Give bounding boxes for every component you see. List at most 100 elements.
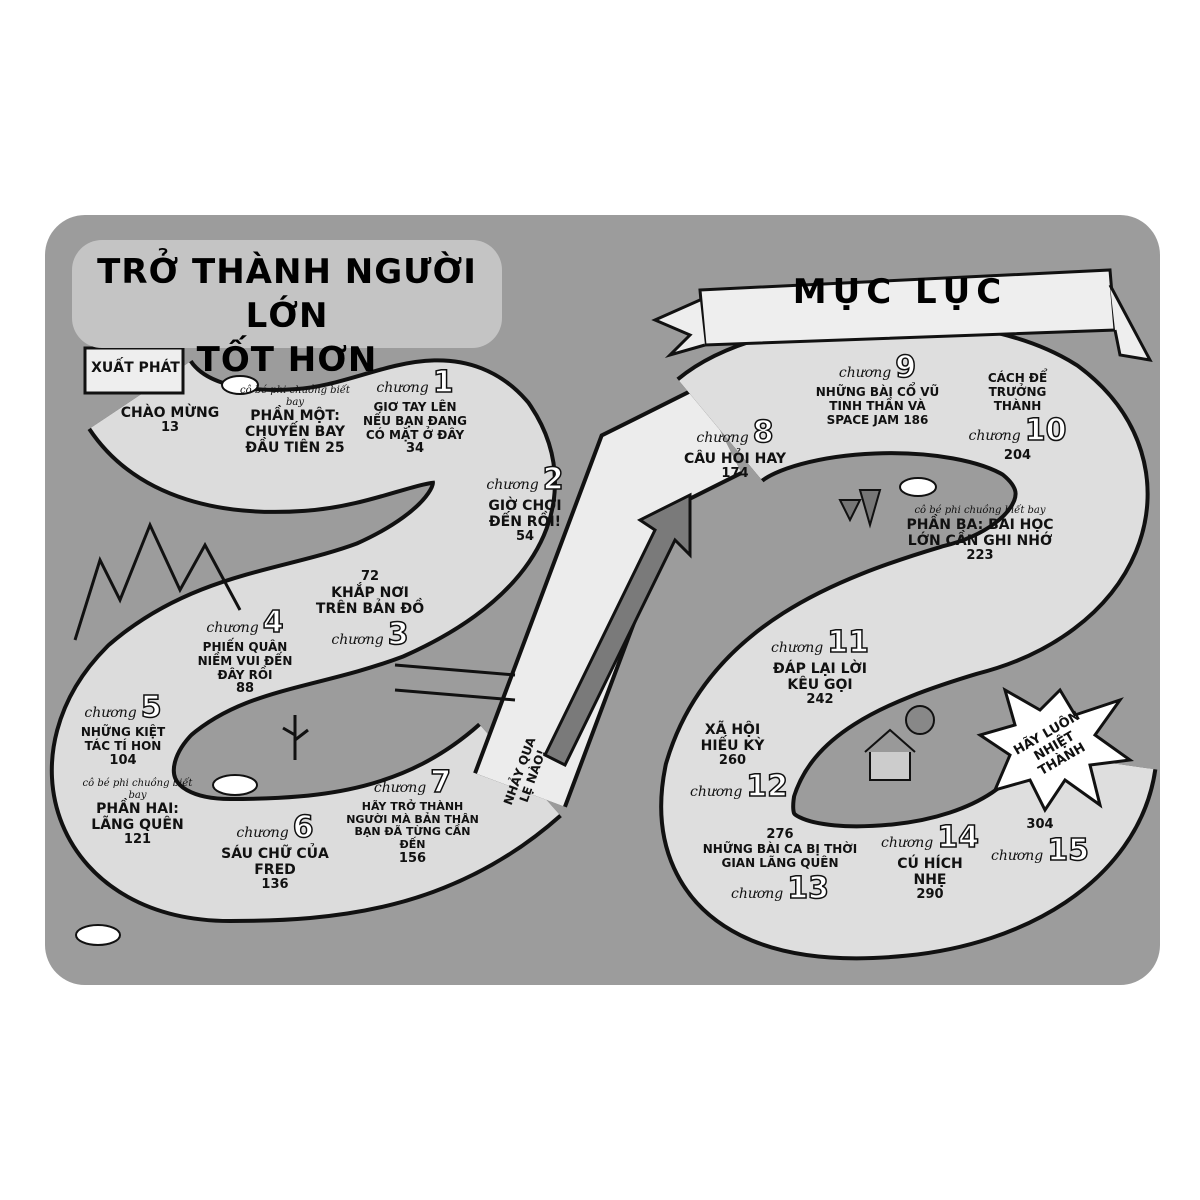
house-icon <box>869 749 911 781</box>
tile-label: Phần hai: Lãng quên <box>91 801 184 834</box>
chapter-number: 5 <box>140 689 162 726</box>
tile-page: 13 <box>160 420 180 436</box>
chapter-word: chương <box>236 825 289 841</box>
tile-part-three[interactable]: cô bé phi chuồng biết bayPhần ba: Bài họ… <box>890 505 1070 564</box>
chapter-word: chương <box>84 705 137 721</box>
part-caption: cô bé phi chuồng biết bay <box>82 778 193 801</box>
tile-chapter-13[interactable]: 276Những bài ca bị thời gian lãng quênch… <box>690 827 870 907</box>
title-box <box>72 240 502 348</box>
tile-page: 54 <box>515 529 535 545</box>
tile-page: 121 <box>123 832 152 848</box>
part-caption: cô bé phi chuồng biết bay <box>914 505 1046 516</box>
part-caption: cô bé phi chuồng biết bay <box>240 385 350 408</box>
chapter-word: chương <box>206 620 259 636</box>
chapter-word: chương <box>376 380 429 396</box>
tile-page: 186 <box>903 412 929 427</box>
chapter-number: 6 <box>292 809 314 846</box>
cloud-icon <box>899 477 937 497</box>
tile-page: 290 <box>916 887 944 903</box>
tile-chapter-8[interactable]: chương8Câu hỏi hay174 <box>680 414 790 482</box>
tile-chapter-12[interactable]: Xã hội hiếu kỳ260chương12 <box>690 722 789 805</box>
tile-chapter-7[interactable]: chương7Hãy trở thành người mà bản thân b… <box>345 764 480 867</box>
tile-page: 88 <box>235 681 255 697</box>
tile-chapter-11[interactable]: chương11Đáp lại lời kêu gọi242 <box>765 624 875 708</box>
tile-page: 136 <box>261 877 289 893</box>
chapter-number: 10 <box>1024 413 1067 450</box>
tile-label: Đáp lại lời kêu gọi <box>773 661 867 694</box>
tree-icon <box>838 489 882 529</box>
tile-label: Sáu chữ của Fred <box>221 846 329 879</box>
tile-label: Phần ba: Bài học lớn cần ghi nhớ <box>906 516 1054 549</box>
burst-badge <box>976 686 1134 813</box>
title-line-2: tốt hơn <box>196 340 378 381</box>
chapter-number: 15 <box>1047 832 1090 869</box>
tile-page: 72 <box>360 569 380 584</box>
tile-page: 204 <box>1003 448 1032 464</box>
tile-page: 276 <box>766 827 794 842</box>
banner-title: Mục lục <box>792 272 1008 312</box>
tile-part-one[interactable]: cô bé phi chuồng biết bayPhần một: Chuyế… <box>240 385 350 456</box>
tile-label: Phiến quân niềm vui đến đây rồi <box>197 640 293 682</box>
chapter-word: chương <box>373 780 427 796</box>
chapter-word: chương <box>990 847 1044 864</box>
tile-label: Hãy trở thành người mà bản thân bạn đã t… <box>346 800 479 851</box>
tile-label: Giờ chơi đến rồi! <box>488 498 562 531</box>
chapter-number: 13 <box>787 870 830 907</box>
tile-chapter-14[interactable]: chương14Cú hích nhẹ290 <box>880 819 980 903</box>
tile-part-two[interactable]: cô bé phi chuồng biết bayPhần hai: Lãng … <box>75 778 200 848</box>
tile-page: 34 <box>405 441 425 457</box>
book-title: Trở thành người lớn tốt hơn <box>72 250 502 383</box>
tile-label: Những bài ca bị thời gian lãng quên <box>702 841 858 870</box>
cloud-icon <box>75 924 121 946</box>
tile-label: Chào mừng <box>120 405 220 421</box>
tile-page: 260 <box>718 753 747 769</box>
tile-label: Cách để trưởng thành <box>987 371 1048 413</box>
chapter-word: chương <box>690 784 743 801</box>
chapter-word: chương <box>880 835 934 851</box>
chapter-number: 8 <box>752 414 774 451</box>
chapter-word: chương <box>838 365 892 381</box>
cactus-icon <box>282 715 309 760</box>
tile-chapter-9[interactable]: chương9Những bài cổ vũ tinh thần và Spac… <box>815 349 940 427</box>
tile-label: Cú hích nhẹ <box>897 856 963 889</box>
bridge-icon <box>394 663 516 702</box>
mountain-icon <box>73 521 242 641</box>
tile-chapter-5[interactable]: chương5Những kiệt tác tí hon104 <box>68 689 178 769</box>
title-line-1: Trở thành người lớn <box>97 252 477 337</box>
tile-label: Những bài cổ vũ tinh thần và Space Jam <box>815 385 940 427</box>
tile-page: 304 <box>1026 817 1054 832</box>
chapter-number: 4 <box>262 604 284 641</box>
chapter-word: chương <box>770 640 824 656</box>
tile-label: Giơ tay lên nếu bạn đang có mặt ở đây <box>362 400 468 442</box>
start-box <box>83 346 185 395</box>
tile-chapter-2[interactable]: chương2Giờ chơi đến rồi!54 <box>480 461 570 545</box>
tile-label: Khắp nơi trên bản đồ <box>315 584 425 618</box>
tile-label: Phần một: Chuyến bay đầu tiên <box>245 408 345 457</box>
chapter-word: chương <box>331 632 384 649</box>
chapter-number: 14 <box>937 819 980 856</box>
tile-chapter-6[interactable]: chương6Sáu chữ của Fred136 <box>210 809 340 893</box>
tree-icon <box>905 705 935 735</box>
chapter-number: 1 <box>432 364 454 401</box>
tile-label: Câu hỏi hay <box>684 451 786 467</box>
tile-page: 104 <box>109 752 137 768</box>
chapter-number: 9 <box>894 349 917 386</box>
chapter-number: 12 <box>746 768 789 805</box>
tile-page: 25 <box>325 440 345 457</box>
chapter-word: chương <box>696 430 749 446</box>
tile-label: Những kiệt tác tí hon <box>80 725 166 753</box>
tile-page: 242 <box>806 692 834 708</box>
tile-chapter-4[interactable]: chương4Phiến quân niềm vui đến đây rồi88 <box>185 604 305 697</box>
chapter-number: 3 <box>387 616 409 653</box>
arrow-icon <box>542 492 692 768</box>
tile-chapter-1[interactable]: chương1Giơ tay lên nếu bạn đang có mặt ở… <box>360 364 470 457</box>
start-label: Xuất phát <box>91 360 180 376</box>
chapter-word: chương <box>486 477 539 493</box>
tile-page: 156 <box>398 850 427 866</box>
tile-welcome[interactable]: Chào mừng13 <box>105 405 235 436</box>
chapter-word: chương <box>968 428 1021 445</box>
